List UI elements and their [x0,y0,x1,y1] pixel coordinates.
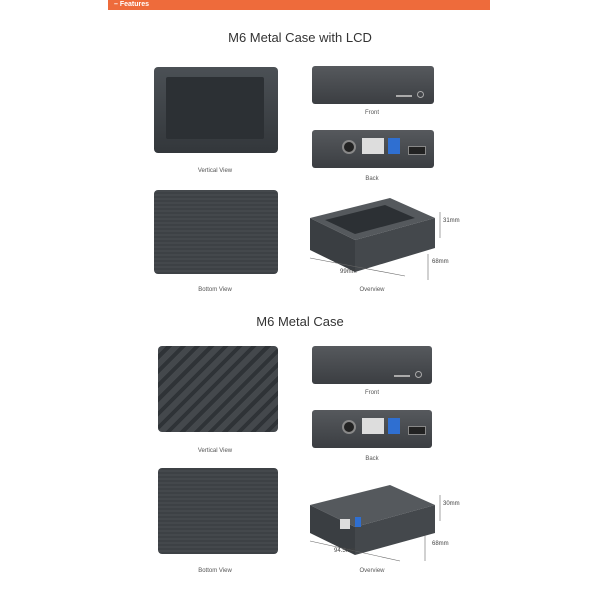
features-label: – Features [114,1,150,8]
caption-bottom-2: Bottom View [198,568,232,574]
caption-back-1: Back [365,176,379,182]
lcd-case-vertical-image [154,67,278,153]
caption-bottom-1: Bottom View [198,287,232,293]
lcd-width-label: 99mm [340,269,357,275]
metal-height-label: 30mm [443,501,460,507]
lcd-case-back-image [312,130,434,168]
section-title-metal: M6 Metal Case [256,314,344,329]
caption-overview-2: Overview [359,568,385,574]
metal-depth-label: 68mm [432,541,449,547]
metal-case-overview-image [309,485,441,562]
metal-case-front-image [312,346,432,384]
caption-vertical-2: Vertical View [197,448,233,454]
metal-case-bottom-image [158,468,278,554]
lcd-depth-label: 68mm [432,259,449,265]
lcd-case-bottom-image [154,190,278,274]
metal-width-label: 94.5mm [334,548,356,554]
metal-case-vertical-image [158,346,278,432]
section-title-lcd: M6 Metal Case with LCD [228,30,372,45]
caption-front-1: Front [364,110,379,116]
caption-overview-1: Overview [359,287,385,293]
caption-back-2: Back [365,456,379,462]
lcd-case-front-image [312,66,434,104]
lcd-case-overview-image [309,198,441,280]
caption-vertical-1: Vertical View [197,168,233,174]
features-header: – Features [108,0,490,10]
lcd-height-label: 31mm [443,218,460,224]
caption-front-2: Front [364,390,379,396]
metal-case-back-image [312,410,432,448]
